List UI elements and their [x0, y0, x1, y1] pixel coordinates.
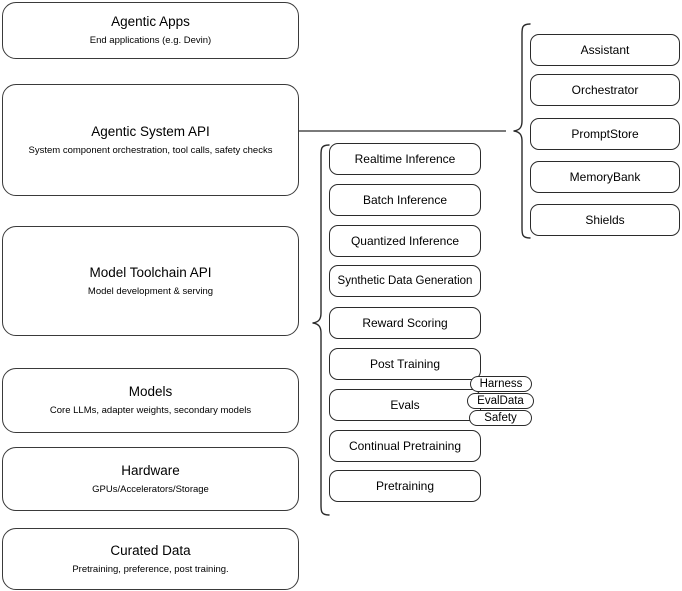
component-label: MemoryBank [569, 169, 641, 184]
component-label: Post Training [369, 356, 441, 371]
component-label: Reward Scoring [362, 315, 448, 330]
component-label: PromptStore [571, 126, 639, 141]
evals-subcomponent-safety[interactable]: Safety [469, 410, 532, 426]
layer-agentic-system-api[interactable]: Agentic System API System component orch… [2, 84, 299, 196]
layer-subtitle: Model development & serving [87, 285, 214, 297]
layer-title: Hardware [121, 462, 180, 478]
layer-agentic-apps[interactable]: Agentic Apps End applications (e.g. Devi… [2, 2, 299, 59]
layer-title: Model Toolchain API [89, 264, 212, 280]
component-label: Pretraining [375, 478, 435, 493]
brace-path [513, 23, 531, 239]
component-label: Batch Inference [362, 192, 448, 207]
component-label: Synthetic Data Generation [337, 274, 473, 287]
component-label: Assistant [580, 42, 630, 57]
component-label: Continual Pretraining [348, 438, 462, 453]
layer-title: Agentic System API [91, 123, 210, 139]
toolchain-evals[interactable]: Evals [329, 389, 481, 421]
pill-label: Harness [479, 378, 523, 390]
toolchain-batch-inference[interactable]: Batch Inference [329, 184, 481, 216]
layer-subtitle: System component orchestration, tool cal… [28, 144, 273, 156]
component-label: Realtime Inference [354, 151, 456, 166]
layer-subtitle: Pretraining, preference, post training. [72, 563, 229, 575]
component-label: Orchestrator [571, 82, 639, 97]
component-label: Quantized Inference [350, 233, 460, 248]
evals-subcomponent-evaldata[interactable]: EvalData [467, 393, 534, 409]
component-label: Evals [390, 397, 420, 412]
layer-subtitle: End applications (e.g. Devin) [89, 35, 212, 46]
system-component-memorybank[interactable]: MemoryBank [530, 161, 680, 193]
toolchain-post-training[interactable]: Post Training [329, 348, 481, 380]
toolchain-synthetic-data-generation[interactable]: Synthetic Data Generation [329, 265, 481, 297]
toolchain-realtime-inference[interactable]: Realtime Inference [329, 143, 481, 175]
pill-label: Safety [484, 412, 517, 424]
evals-subcomponent-harness[interactable]: Harness [470, 376, 532, 392]
layer-hardware[interactable]: Hardware GPUs/Accelerators/Storage [2, 447, 299, 511]
toolchain-quantized-inference[interactable]: Quantized Inference [329, 225, 481, 257]
brace-toolchain-components [298, 143, 332, 519]
layer-title: Agentic Apps [111, 14, 190, 30]
layer-subtitle: Core LLMs, adapter weights, secondary mo… [49, 405, 252, 416]
component-label: Shields [585, 212, 625, 227]
system-component-orchestrator[interactable]: Orchestrator [530, 74, 680, 106]
system-component-promptstore[interactable]: PromptStore [530, 118, 680, 150]
layer-subtitle: GPUs/Accelerators/Storage [92, 483, 209, 495]
toolchain-reward-scoring[interactable]: Reward Scoring [329, 307, 481, 339]
pill-label: EvalData [477, 395, 524, 407]
brace-svg [312, 144, 330, 516]
layer-model-toolchain-api[interactable]: Model Toolchain API Model development & … [2, 226, 299, 336]
layer-title: Models [128, 384, 173, 400]
toolchain-continual-pretraining[interactable]: Continual Pretraining [329, 430, 481, 462]
layer-curated-data[interactable]: Curated Data Pretraining, preference, po… [2, 528, 299, 590]
layer-models[interactable]: Models Core LLMs, adapter weights, secon… [2, 368, 299, 433]
toolchain-pretraining[interactable]: Pretraining [329, 470, 481, 502]
system-component-shields[interactable]: Shields [530, 204, 680, 236]
system-component-assistant[interactable]: Assistant [530, 34, 680, 66]
layer-title: Curated Data [110, 542, 191, 558]
brace-path [312, 144, 330, 516]
